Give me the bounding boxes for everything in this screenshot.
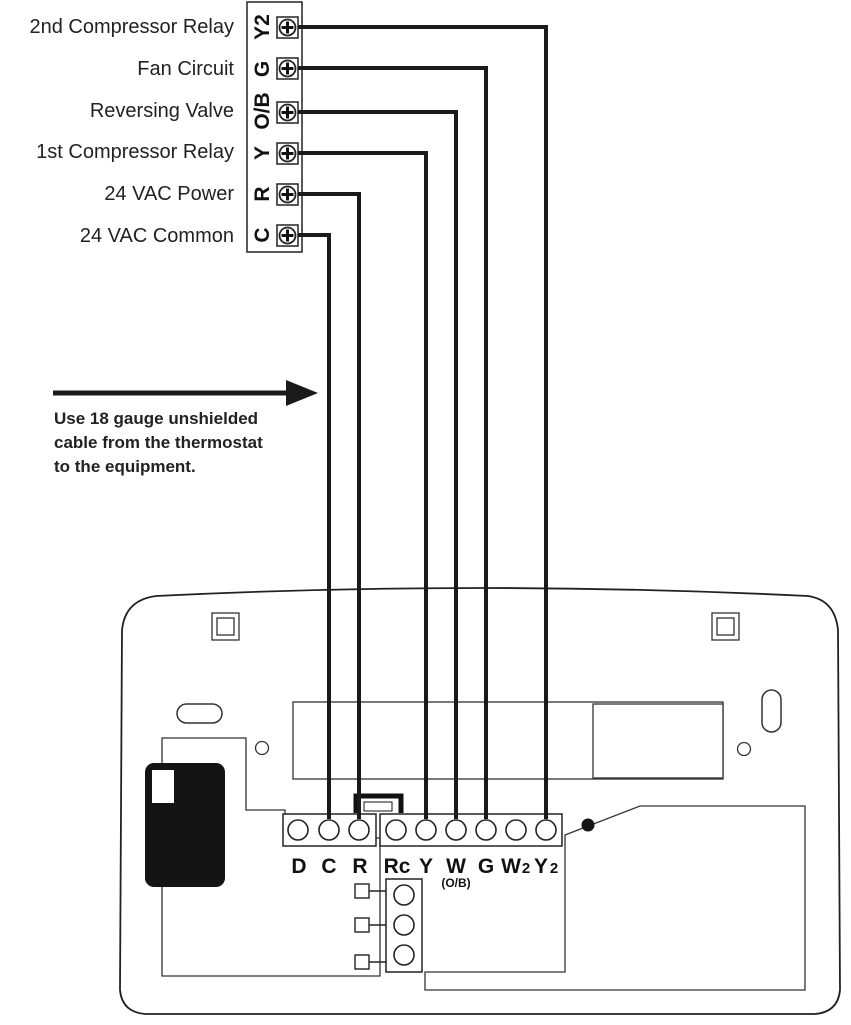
note-line-2: cable from the thermostat	[54, 433, 263, 452]
terminal-sublabel-ob: (O/B)	[441, 876, 470, 890]
mounting-hole-icon-right	[711, 612, 740, 641]
wire-y	[298, 151, 428, 819]
terminal-letter-y: Y	[251, 146, 274, 160]
equipment-terminal-strip	[246, 1, 303, 253]
terminal-label-rc: Rc	[384, 855, 411, 878]
terminal-strip-right	[379, 813, 563, 847]
wire-r	[298, 192, 361, 819]
terminal-icon-r	[348, 819, 370, 841]
arrow-icon	[53, 380, 318, 406]
screw-icon-g	[276, 57, 299, 80]
screw-icon-r	[276, 183, 299, 206]
pin-icon-1	[354, 883, 370, 899]
screw-icon-y	[276, 142, 299, 165]
screw-icon-ob	[276, 101, 299, 124]
terminal-label-y: Y	[419, 855, 433, 878]
terminal-label-y2-sub: 2	[550, 860, 558, 877]
terminal-label-y2: Y	[534, 855, 548, 878]
label-2nd-compressor-relay: 2nd Compressor Relay	[29, 16, 234, 38]
terminal-icon-y	[415, 819, 437, 841]
slot-icon-vertical	[761, 689, 782, 733]
label-fan-circuit: Fan Circuit	[137, 58, 234, 80]
wire-opening-insert	[592, 703, 724, 779]
terminal-icon-y2	[535, 819, 557, 841]
terminal-icon-g	[475, 819, 497, 841]
screw-icon-y2	[276, 16, 299, 39]
label-24vac-power: 24 VAC Power	[104, 183, 234, 205]
note-line-1: Use 18 gauge unshielded	[54, 409, 258, 428]
thermostat-base-outline	[119, 587, 841, 1015]
mounting-hole-icon-left	[211, 612, 240, 641]
wire-y2	[298, 25, 548, 819]
pin-icon-3	[354, 954, 370, 970]
label-24vac-common: 24 VAC Common	[80, 225, 234, 247]
wire-g	[298, 66, 488, 819]
terminal-icon-d	[287, 819, 309, 841]
terminal-letter-r: R	[251, 186, 274, 201]
terminal-label-g: G	[478, 855, 494, 878]
terminal-label-w: W	[446, 855, 466, 878]
terminal-letter-g: G	[251, 61, 274, 77]
jumper-icon	[353, 793, 404, 813]
pin-leads	[369, 890, 386, 963]
terminal-label-w2-sub: 2	[522, 860, 530, 877]
terminal-icon-rc	[385, 819, 407, 841]
wire-ob	[298, 110, 458, 819]
screw-hole-icon-right	[736, 741, 752, 757]
slot-icon-horizontal	[176, 703, 223, 724]
label-1st-compressor-relay: 1st Compressor Relay	[36, 141, 234, 163]
terminal-icon-w	[445, 819, 467, 841]
screw-hole-icon-left	[254, 740, 270, 756]
right-component-panel	[424, 805, 806, 991]
jumper-insert	[363, 801, 393, 812]
terminal-label-w2: W	[501, 855, 521, 878]
terminal-label-c: C	[321, 855, 336, 878]
label-reversing-valve: Reversing Valve	[90, 100, 234, 122]
note-line-3: to the equipment.	[54, 457, 196, 476]
terminal-label-r: R	[352, 855, 367, 878]
terminal-label-d: D	[291, 855, 306, 878]
terminal-letter-ob: O/B	[251, 92, 274, 129]
battery-tab	[152, 770, 174, 803]
terminal-icon-w2	[505, 819, 527, 841]
screw-icon-c	[276, 224, 299, 247]
connector-icon-2	[393, 914, 415, 936]
terminal-letter-y2: Y2	[251, 14, 274, 40]
wire-c	[298, 233, 331, 819]
led-icon	[581, 818, 595, 832]
connector-icon-3	[393, 944, 415, 966]
pin-icon-2	[354, 917, 370, 933]
connector-icon-1	[393, 884, 415, 906]
terminal-letter-c: C	[251, 227, 274, 242]
terminal-icon-c	[318, 819, 340, 841]
